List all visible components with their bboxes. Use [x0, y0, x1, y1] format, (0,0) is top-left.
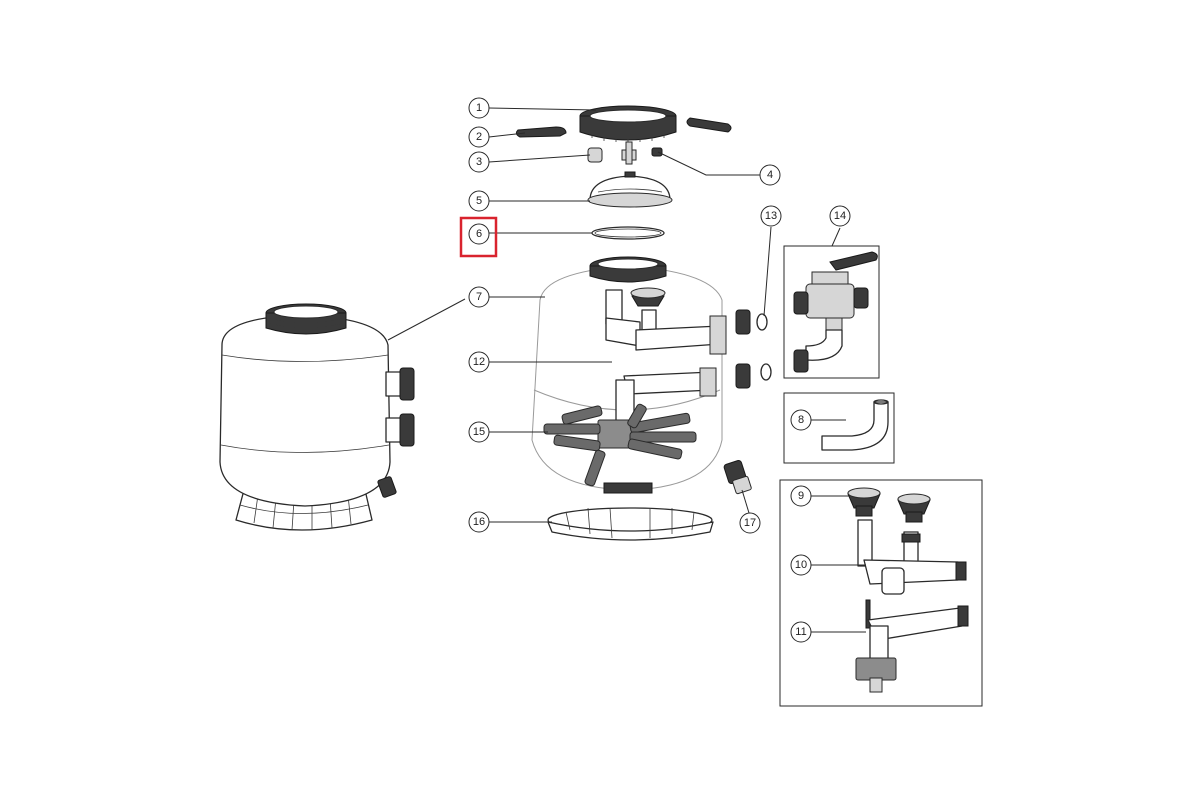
svg-text:10: 10 [795, 559, 807, 571]
part-2-handles [515, 117, 732, 138]
svg-text:15: 15 [473, 426, 485, 438]
callout-10: 10 [790, 554, 812, 576]
part-16-base [547, 507, 714, 541]
part-17-drain-plug [723, 459, 752, 495]
part-5-lid [587, 171, 673, 208]
part-7-tank-body [531, 256, 751, 494]
callout-11: 11 [790, 621, 812, 643]
callout-4: 4 [759, 164, 781, 186]
callout-12: 12 [468, 351, 490, 373]
svg-text:8: 8 [798, 414, 804, 426]
leader-lines [387, 107, 866, 633]
box-8-elbow [783, 392, 895, 464]
highlight-box [459, 216, 498, 258]
callout-6: 6 [459, 216, 498, 258]
svg-text:9: 9 [798, 490, 804, 502]
assembled-filter-tank [219, 303, 415, 531]
callout-17: 17 [739, 512, 761, 534]
box-9-11-pipe-assembly [779, 479, 983, 707]
svg-text:11: 11 [795, 626, 806, 638]
callout-7: 7 [468, 286, 490, 308]
svg-text:4: 4 [767, 169, 773, 181]
callout-8: 8 [790, 409, 812, 431]
callout-13: 13 [760, 205, 782, 227]
callout-15: 15 [468, 421, 490, 443]
svg-text:16: 16 [473, 516, 485, 528]
callout-5: 5 [468, 190, 490, 212]
svg-text:2: 2 [476, 131, 482, 143]
svg-text:1: 1 [476, 102, 482, 114]
part-6-o-ring [591, 226, 665, 240]
svg-text:12: 12 [473, 356, 485, 368]
svg-text:5: 5 [476, 195, 482, 207]
box-14-multiport-valve [783, 245, 880, 379]
callout-2: 2 [468, 126, 490, 148]
callout-3: 3 [468, 151, 490, 173]
part-12-internal-pipework [605, 287, 727, 425]
svg-text:14: 14 [834, 210, 846, 222]
callout-9: 9 [790, 485, 812, 507]
svg-text:6: 6 [476, 228, 482, 240]
svg-text:7: 7 [476, 291, 482, 303]
part-13-port-o-rings [756, 313, 772, 381]
part-3-pressure-gauge-parts [587, 141, 663, 165]
svg-text:3: 3 [476, 156, 482, 168]
part-15-lateral-collector [543, 403, 697, 487]
part-1-closure-ring [579, 105, 677, 143]
callout-1: 1 [468, 97, 490, 119]
callout-14: 14 [829, 205, 851, 227]
svg-text:17: 17 [744, 517, 756, 529]
callout-16: 16 [468, 511, 490, 533]
svg-text:13: 13 [765, 210, 777, 222]
